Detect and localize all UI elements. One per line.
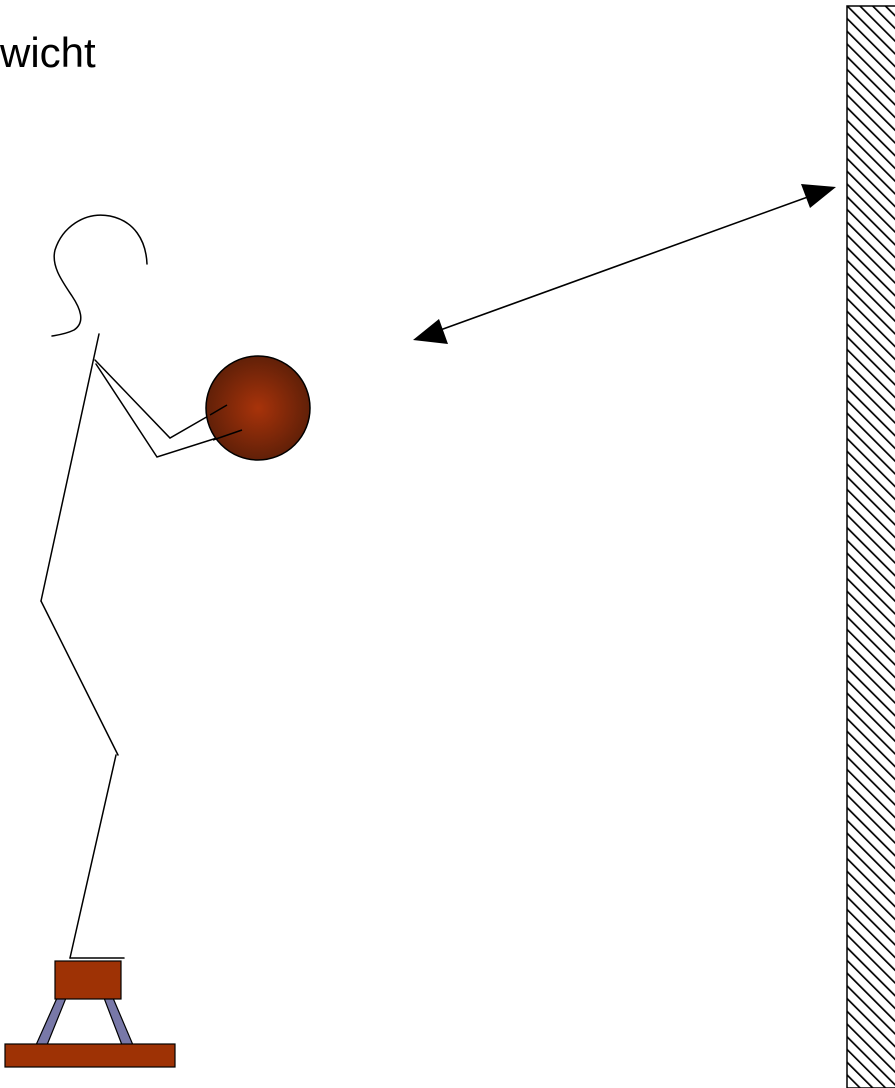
figure-torso (41, 334, 99, 601)
hatched-wall (847, 6, 895, 1088)
figure-thigh (41, 601, 118, 755)
figure-arm-1 (95, 360, 210, 438)
stool-platform (5, 961, 175, 1067)
ball (206, 356, 310, 460)
double-headed-arrow (413, 184, 836, 344)
figure-shin (70, 755, 116, 958)
figure-head (52, 215, 147, 336)
stick-figure (41, 215, 242, 958)
